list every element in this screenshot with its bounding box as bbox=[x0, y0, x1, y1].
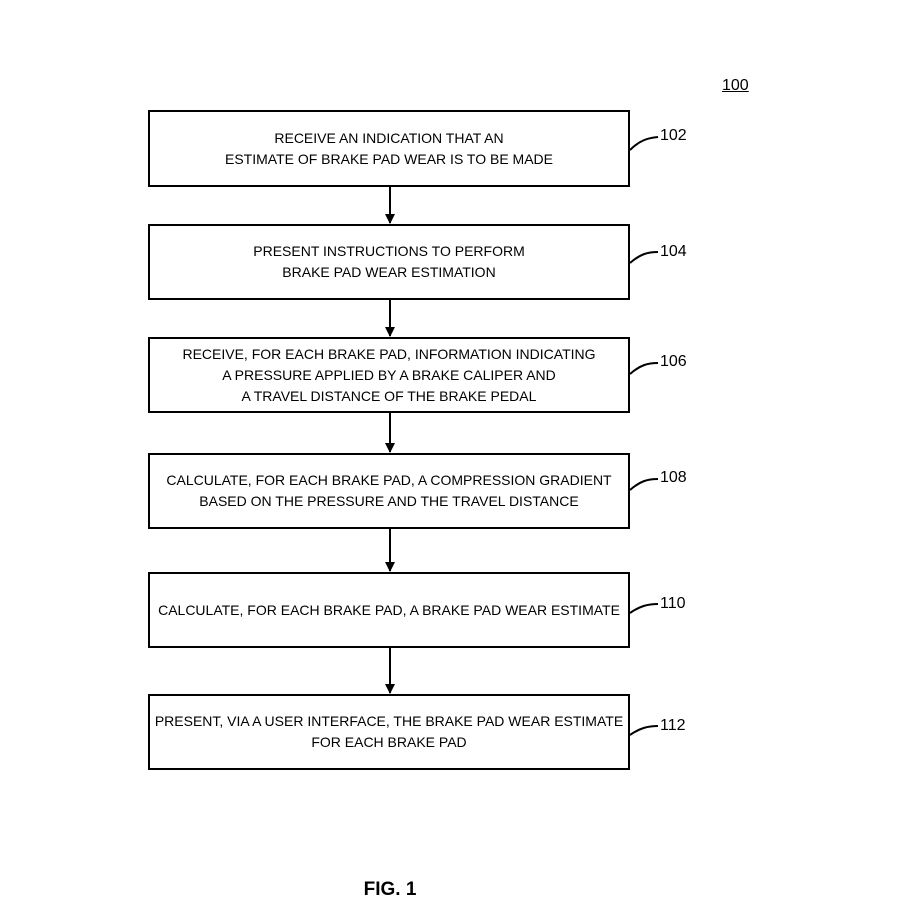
step-text: CALCULATE, FOR EACH BRAKE PAD, A BRAKE P… bbox=[158, 601, 620, 618]
leader-110 bbox=[629, 603, 659, 614]
step-reference-numeral: 112 bbox=[660, 717, 686, 734]
figure-caption: FIG. 1 bbox=[363, 879, 417, 900]
step-text: PRESENT, VIA A USER INTERFACE, THE BRAKE… bbox=[154, 713, 624, 750]
step-reference-numeral: 110 bbox=[660, 595, 686, 612]
figure-reference-number: 100 bbox=[722, 77, 749, 94]
step-reference-numeral: 108 bbox=[660, 469, 687, 486]
step-box-receive-indication: RECEIVE AN INDICATION THAT AN ESTIMATE O… bbox=[148, 110, 630, 187]
leader-108 bbox=[629, 478, 659, 491]
step-text: RECEIVE, FOR EACH BRAKE PAD, INFORMATION… bbox=[182, 345, 596, 404]
step-box-calculate-wear: CALCULATE, FOR EACH BRAKE PAD, A BRAKE P… bbox=[148, 572, 630, 648]
leader-102 bbox=[629, 136, 659, 151]
step-text: CALCULATE, FOR EACH BRAKE PAD, A COMPRES… bbox=[166, 472, 612, 509]
step-text: RECEIVE AN INDICATION THAT AN ESTIMATE O… bbox=[224, 129, 554, 167]
step-box-present-instructions: PRESENT INSTRUCTIONS TO PERFORM BRAKE PA… bbox=[148, 224, 630, 300]
leader-104 bbox=[629, 251, 659, 264]
step-reference-numeral: 106 bbox=[660, 353, 687, 370]
step-text: PRESENT INSTRUCTIONS TO PERFORM BRAKE PA… bbox=[253, 243, 525, 280]
step-reference-numeral: 104 bbox=[660, 243, 687, 260]
step-reference-numeral: 102 bbox=[660, 127, 687, 144]
step-box-present-estimate: PRESENT, VIA A USER INTERFACE, THE BRAKE… bbox=[148, 694, 630, 770]
step-box-receive-information: RECEIVE, FOR EACH BRAKE PAD, INFORMATION… bbox=[148, 337, 630, 413]
step-box-calculate-gradient: CALCULATE, FOR EACH BRAKE PAD, A COMPRES… bbox=[148, 453, 630, 529]
leader-112 bbox=[629, 725, 659, 736]
leader-106 bbox=[629, 362, 659, 375]
